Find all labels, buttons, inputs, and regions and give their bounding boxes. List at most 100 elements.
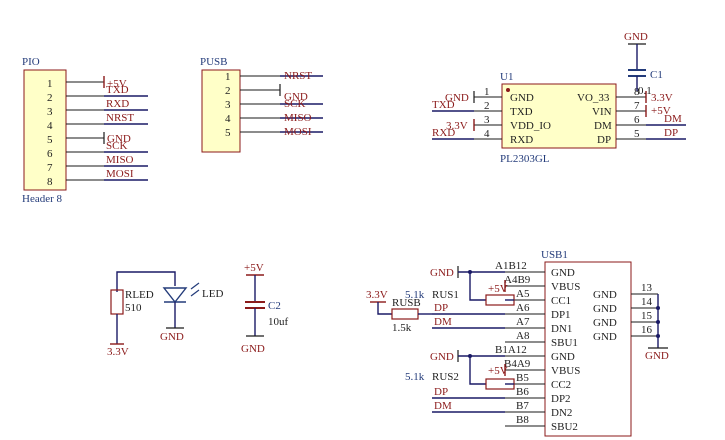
svg-text:A6: A6 (516, 302, 530, 314)
svg-text:8: 8 (634, 86, 640, 98)
u1-vin-label: +5V (651, 105, 671, 117)
rus2-designator: RUS2 (432, 371, 459, 383)
svg-text:A7: A7 (516, 316, 530, 328)
pusb-designator: PUSB (200, 56, 228, 68)
usb1-left-pin-leads (505, 271, 545, 427)
u1-comment: PL2303GL (500, 153, 550, 165)
pusb-header[interactable]: PUSB 1 2 3 4 5 NRST GND SCK MISO MOSI (200, 56, 323, 153)
svg-text:DN2: DN2 (551, 407, 572, 419)
svg-text:B4A9: B4A9 (504, 358, 531, 370)
usb1-right-pin-leads (631, 293, 668, 349)
rus1-designator: RUS1 (432, 289, 459, 301)
svg-text:14: 14 (641, 296, 653, 308)
pio-nrst-label: NRST (106, 112, 134, 124)
pusb-pin-numbers: 1 2 3 4 5 (225, 71, 231, 139)
pio-miso-label: MISO (106, 154, 134, 166)
u1-chip[interactable]: U1 PL2303GL GND TXD VDD_IO RXD VO_33 VIN… (432, 71, 686, 165)
svg-text:1: 1 (47, 78, 53, 90)
c2-supply-label: +5V (244, 262, 264, 274)
svg-text:B8: B8 (516, 414, 529, 426)
usb1-a-5v-label: +5V (488, 283, 508, 295)
u1-gnd-label: GND (445, 92, 469, 104)
pusb-pin-leads (240, 75, 280, 133)
pusb-mosi-label: MOSI (284, 126, 312, 138)
svg-text:4: 4 (225, 113, 231, 125)
pio-pin-leads (66, 81, 104, 181)
svg-text:7: 7 (47, 162, 53, 174)
svg-text:TXD: TXD (510, 106, 533, 118)
svg-text:VIN: VIN (592, 106, 612, 118)
c2-designator: C2 (268, 300, 281, 312)
pio-mosi-label: MOSI (106, 168, 134, 180)
svg-text:13: 13 (641, 282, 653, 294)
c1-value: 0.1 (638, 85, 652, 97)
svg-text:GND: GND (593, 303, 617, 315)
svg-text:5: 5 (634, 128, 640, 140)
usb1-body (544, 261, 632, 437)
svg-text:15: 15 (641, 310, 653, 322)
svg-text:B6: B6 (516, 386, 529, 398)
u1-pin-leads (474, 96, 646, 140)
usb1-designator: USB1 (541, 249, 568, 261)
pusb-miso-label: MISO (284, 112, 312, 124)
svg-text:1: 1 (225, 71, 231, 83)
svg-text:B1A12: B1A12 (495, 344, 527, 356)
svg-text:2: 2 (484, 100, 490, 112)
rus1-value: 5.1k (405, 289, 425, 301)
pusb-gnd-label: GND (284, 91, 308, 103)
usb1-b-5v-label: +5V (488, 365, 508, 377)
pusb-nrst-label: NRST (284, 70, 312, 82)
svg-text:GND: GND (593, 289, 617, 301)
svg-text:6: 6 (634, 114, 640, 126)
svg-text:GND: GND (510, 92, 534, 104)
c1-gnd-label: GND (624, 31, 648, 43)
usb1-a-gnd-label: GND (430, 267, 454, 279)
led-circuit[interactable]: RLED 510 3.3V LED GND (107, 271, 223, 358)
svg-text:6: 6 (47, 148, 53, 160)
usb1-b-dm-label: DM (434, 400, 452, 412)
svg-text:DP1: DP1 (551, 309, 571, 321)
svg-text:B7: B7 (516, 400, 529, 412)
pio-rxd-label: RXD (106, 98, 129, 110)
rled-designator: RLED (125, 289, 154, 301)
u1-designator: U1 (500, 71, 513, 83)
usb1-shield-gnd-label: GND (645, 350, 669, 362)
c1-capacitor[interactable]: GND C1 0.1 (624, 31, 663, 97)
usb1-b-dp-label: DP (434, 386, 448, 398)
svg-text:SBU1: SBU1 (551, 337, 578, 349)
pio-header[interactable]: PIO Header 8 1 2 3 4 5 6 7 8 +5V TXD (22, 56, 148, 205)
svg-text:3: 3 (225, 99, 231, 111)
svg-text:GND: GND (551, 267, 575, 279)
svg-text:VDD_IO: VDD_IO (510, 120, 551, 132)
rus2-value: 5.1k (405, 371, 425, 383)
u1-33v-label: 3.3V (446, 120, 468, 132)
svg-text:4: 4 (484, 128, 490, 140)
c2-capacitor[interactable]: +5V C2 10uf GND (241, 262, 289, 355)
svg-text:GND: GND (593, 317, 617, 329)
u1-pin1-dot (506, 88, 510, 92)
pio-sck-label: SCK (106, 140, 127, 152)
pio-comment: Header 8 (22, 193, 63, 205)
svg-text:A1B12: A1B12 (495, 260, 527, 272)
led-light-arrow (190, 282, 200, 290)
svg-text:3: 3 (484, 114, 490, 126)
rusb-value: 1.5k (392, 322, 412, 334)
svg-text:VO_33: VO_33 (577, 92, 610, 104)
svg-text:DN1: DN1 (551, 323, 572, 335)
usb1-connector[interactable]: USB1 GND VBUS CC1 DP1 DN1 SBU1 GND VBUS … (366, 249, 669, 437)
rled-resistor (110, 289, 124, 315)
svg-text:A8: A8 (516, 330, 530, 342)
svg-text:RXD: RXD (510, 134, 533, 146)
svg-text:GND: GND (551, 351, 575, 363)
usb1-a-dm-label: DM (434, 316, 452, 328)
svg-text:2: 2 (225, 85, 231, 97)
c2-value: 10uf (268, 316, 289, 328)
u1-rxd-label: RXD (432, 127, 455, 139)
usb1-left-pin-names: GND VBUS CC1 DP1 DN1 SBU1 GND VBUS CC2 D… (551, 267, 580, 433)
svg-text:DM: DM (594, 120, 612, 132)
svg-text:VBUS: VBUS (551, 365, 580, 377)
usb1-left-pin-ids: A1B12 A4B9 A5 A6 A7 A8 B1A12 B4A9 B5 B6 … (495, 260, 531, 426)
svg-text:VBUS: VBUS (551, 281, 580, 293)
led-diode-symbol (162, 287, 188, 304)
u1-dp-label: DP (664, 127, 678, 139)
